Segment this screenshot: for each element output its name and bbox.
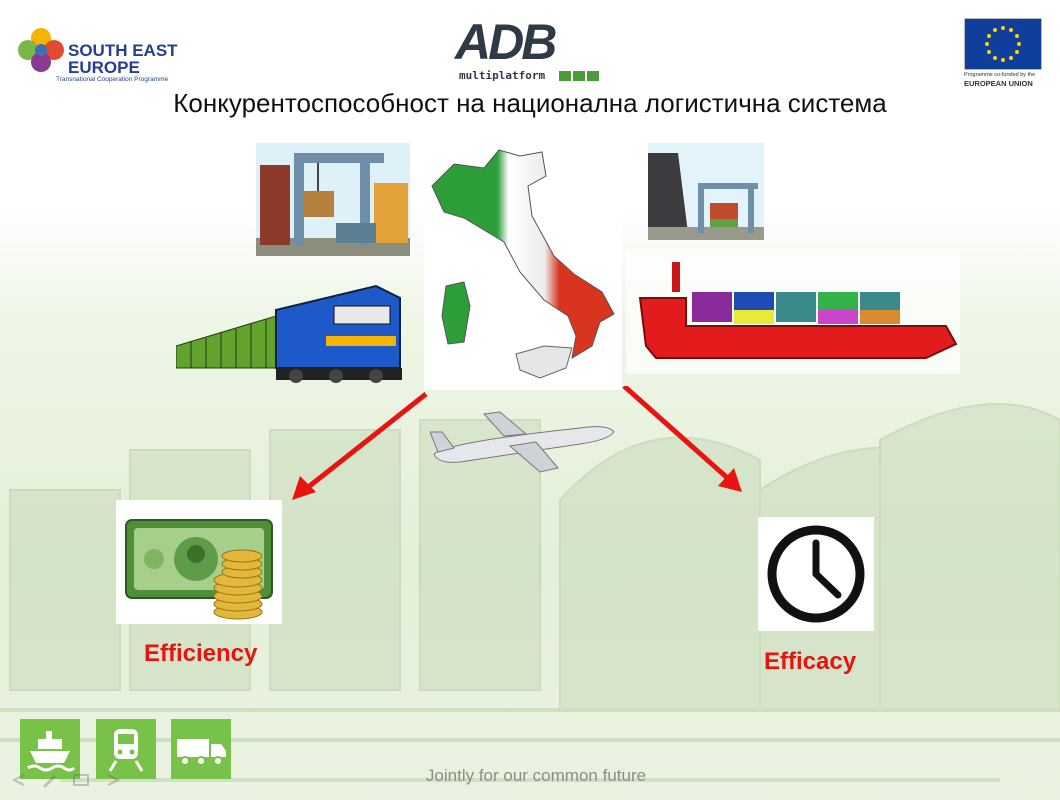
italy-flag-map-icon bbox=[431, 149, 615, 379]
nav-prev-icon[interactable] bbox=[10, 772, 28, 788]
see-subtitle: Transnational Cooperation Programme bbox=[56, 76, 169, 83]
train-mode-button[interactable] bbox=[96, 719, 156, 779]
eu-cofunded-text: Programme co-funded by the bbox=[964, 72, 1036, 78]
airplane-icon bbox=[430, 411, 615, 473]
nav-next-icon[interactable] bbox=[104, 772, 122, 788]
eu-name-text: EUROPEAN UNION bbox=[964, 79, 1033, 88]
nav-menu-icon[interactable] bbox=[72, 772, 90, 788]
adb-multiplatform-logo: ADB multiplatform bbox=[455, 16, 605, 86]
container-ship-illustration bbox=[626, 250, 960, 374]
railway-background-illustration bbox=[0, 403, 1060, 782]
nav-pen-icon[interactable] bbox=[40, 772, 58, 788]
adb-sub-text: multiplatform bbox=[459, 69, 546, 82]
efficacy-label: Efficacy bbox=[764, 648, 857, 675]
locomotive-illustration bbox=[176, 284, 402, 383]
adb-ship-mini-icon bbox=[559, 71, 571, 81]
south-east-europe-logo: SOUTH EAST EUROPE Transnational Cooperat… bbox=[16, 20, 186, 83]
adb-train-mini-icon bbox=[573, 71, 585, 81]
adb-main-text: ADB bbox=[455, 14, 557, 70]
train-icon bbox=[108, 729, 144, 772]
european-union-logo: Programme co-funded by the EUROPEAN UNIO… bbox=[962, 16, 1042, 88]
arrow-to-efficacy bbox=[622, 386, 734, 484]
arrows-overlay bbox=[292, 386, 742, 500]
arrow-to-efficiency bbox=[300, 392, 428, 494]
footer-tagline: Jointly for our common future bbox=[425, 766, 647, 785]
port-crane-illustration bbox=[256, 143, 410, 256]
money-card bbox=[116, 500, 282, 624]
adb-truck-mini-icon bbox=[587, 71, 599, 81]
see-line1: SOUTH EAST bbox=[68, 41, 178, 60]
italy-map-card bbox=[424, 146, 622, 390]
see-line2: EUROPE bbox=[68, 58, 140, 77]
see-flower-icon bbox=[18, 28, 64, 72]
truck-icon bbox=[177, 739, 226, 766]
ship-icon bbox=[27, 731, 76, 772]
eu-flag-icon bbox=[964, 18, 1042, 70]
clock-card bbox=[758, 517, 874, 631]
clock-icon bbox=[767, 525, 865, 623]
money-icon bbox=[125, 519, 273, 620]
efficiency-label: Efficiency bbox=[144, 640, 258, 667]
truck-mode-button[interactable] bbox=[171, 719, 231, 779]
ship-crane-illustration bbox=[648, 143, 764, 240]
slide-title: Конкурентоспособност на национална логис… bbox=[173, 88, 887, 118]
ship-mode-button[interactable] bbox=[20, 719, 80, 779]
